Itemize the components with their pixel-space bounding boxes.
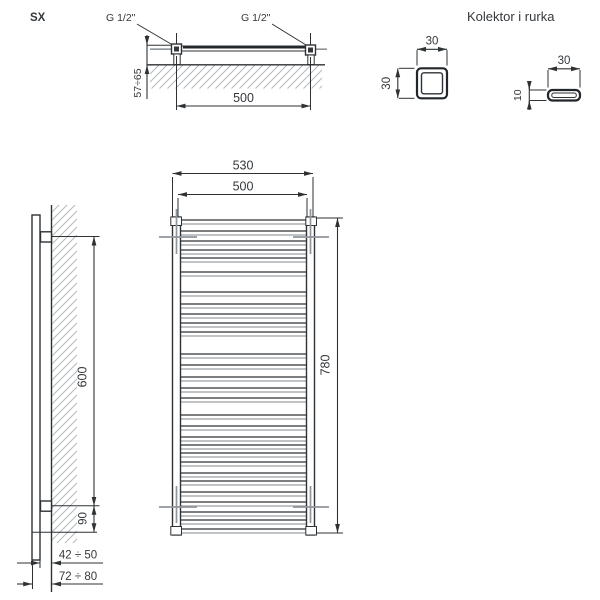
- rung: [180, 512, 307, 516]
- rung: [180, 332, 307, 336]
- dim-collector-height: 30: [381, 77, 393, 90]
- dim-connection-span: 500: [233, 91, 254, 105]
- wall-hatch-side-view: [52, 205, 77, 543]
- rung: [180, 445, 307, 449]
- rung: [180, 292, 307, 296]
- rung: [180, 365, 307, 369]
- rung: [180, 231, 307, 235]
- rung: [180, 314, 307, 318]
- thread-label-left: G 1/2": [106, 12, 136, 24]
- collector-right-bottom-cap: [305, 526, 317, 536]
- rung-group: [180, 219, 307, 534]
- rung: [180, 377, 307, 381]
- rung: [180, 426, 307, 430]
- rung: [180, 529, 307, 533]
- leader-line-right: [271, 23, 307, 46]
- rung: [180, 398, 307, 402]
- tube-section-inner: [551, 92, 577, 98]
- rung: [180, 323, 307, 327]
- thread-symbol-right: [308, 47, 313, 53]
- collector-and-tube-section: Kolektor i rurka 30 30 30 10: [381, 9, 582, 110]
- bracket-bottom-side-view: [39, 500, 53, 512]
- dim-mount-span: 600: [76, 367, 90, 388]
- top-view: SX G 1/2" G 1/2" 57÷65 500: [30, 12, 327, 110]
- rung: [180, 415, 307, 419]
- rung: [180, 492, 307, 496]
- rung: [180, 437, 307, 441]
- radiator-side-tube: [31, 214, 41, 561]
- rung: [180, 481, 307, 485]
- leader-line-left: [136, 23, 172, 45]
- rung: [180, 453, 307, 457]
- dim-bottom-offset: 90: [78, 512, 90, 525]
- wall-hatch-top-view: [150, 65, 322, 89]
- rung: [180, 272, 307, 276]
- thread-symbol-left: [174, 46, 179, 52]
- centerline-marks: [159, 209, 329, 523]
- rung: [180, 462, 307, 466]
- front-view: 530 500 780: [159, 159, 343, 536]
- dim-tube-height: 10: [512, 89, 524, 101]
- dim-width-connections: 500: [233, 180, 254, 194]
- rung: [180, 250, 307, 254]
- dim-wall-gap-front: 72 ÷ 80: [59, 571, 97, 583]
- collector-section-inner: [420, 72, 444, 95]
- rung: [180, 520, 307, 524]
- dim-wall-gap-back: 42 ÷ 50: [59, 550, 97, 562]
- rung: [180, 473, 307, 477]
- collector-left-bottom-cap: [170, 526, 183, 536]
- dim-tube-width: 30: [558, 55, 571, 67]
- rung: [180, 241, 307, 245]
- thread-label-right: G 1/2": [241, 12, 271, 24]
- rung: [180, 388, 307, 392]
- rung: [180, 258, 307, 262]
- rung: [180, 220, 307, 224]
- section-title: Kolektor i rurka: [467, 9, 555, 24]
- dim-wall-distance: 57÷65: [132, 68, 144, 97]
- rung: [180, 304, 307, 308]
- dim-collector-width: 30: [426, 36, 439, 48]
- rung: [180, 354, 307, 358]
- bracket-top-side-view: [39, 231, 53, 243]
- dim-height: 780: [319, 355, 333, 376]
- rung: [180, 502, 307, 506]
- side-view: 600 90 42 ÷ 50 72 ÷ 80: [17, 205, 103, 592]
- dim-width-total: 530: [233, 159, 254, 173]
- version-label: SX: [30, 12, 46, 24]
